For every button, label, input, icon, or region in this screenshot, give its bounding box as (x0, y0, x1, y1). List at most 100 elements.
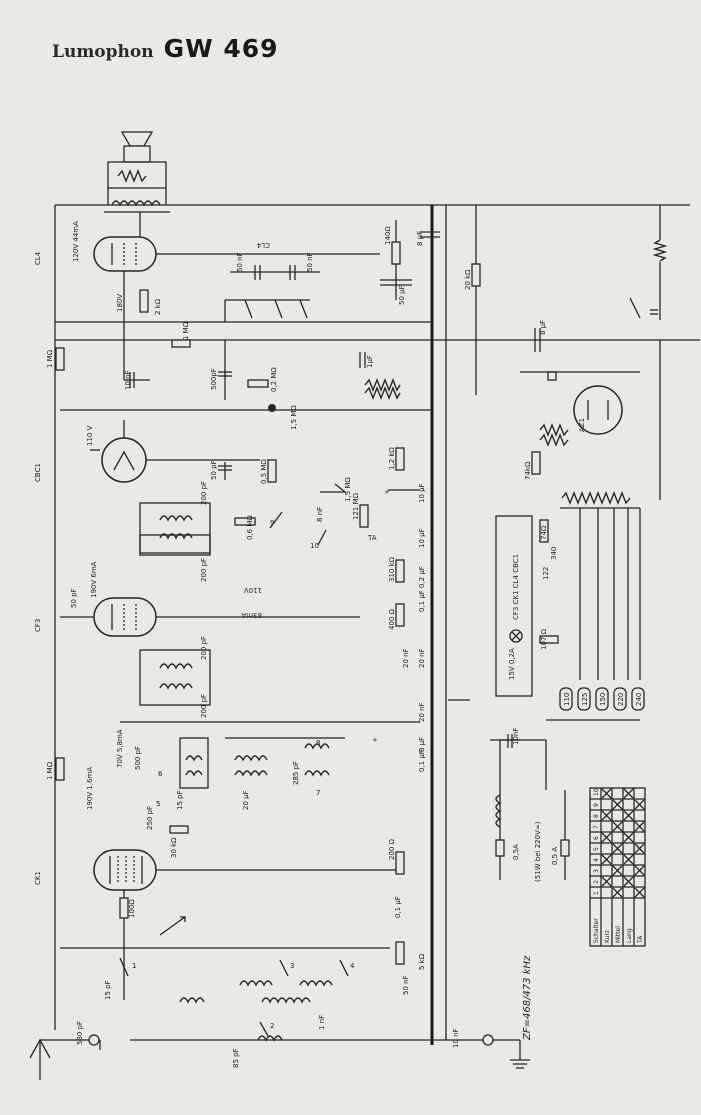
label-c-50nf-c: 50 nF (402, 975, 410, 995)
label-r-0-5m: 0,5 MΩ (260, 459, 268, 484)
label-c-10uf: 10 μF (418, 483, 426, 503)
label-c-85pf: 85 pF (232, 1048, 240, 1068)
resistor-400 (395, 603, 405, 627)
label-c-0-1uf-c: 0,1 μF (394, 896, 402, 918)
resistor-1m-a (171, 339, 191, 348)
label-r-310k: 310 kΩ (388, 556, 396, 582)
voltage-tap-240: 240 (631, 687, 645, 711)
plus-sign-2: + (372, 736, 378, 744)
heater-chain-box (495, 515, 533, 697)
label-r-74: 74Ω (540, 525, 548, 540)
label-ck1-vg: 190V 1,6mA (86, 767, 94, 810)
label-r-100: 100Ω (128, 899, 136, 918)
label-r-140: 140Ω (384, 226, 392, 245)
resistor-1m-osc (55, 757, 65, 781)
tube-label-cf3: CF3 (34, 619, 42, 632)
voltage-tap-125: 125 (577, 687, 591, 711)
resistor-107 (539, 635, 559, 644)
potentiometer-knob (268, 404, 276, 412)
label-c-15pf: 15 pF (176, 790, 184, 810)
label-ta: TA (367, 534, 377, 542)
label-c-8uf-b: 8 μF (418, 737, 426, 752)
mains-taps (560, 491, 641, 680)
switch-num-1: 1 (132, 962, 136, 970)
voltage-tap-220: 220 (613, 687, 627, 711)
svg-text:240: 240 (635, 693, 643, 706)
resistor-0-6m (234, 517, 256, 526)
tube-label-cbc1: CBC1 (34, 463, 42, 482)
ground-terminal (482, 1034, 494, 1046)
resistor-20k (471, 263, 481, 287)
label-sw-8nf: 8 nF (316, 507, 324, 522)
label-c-10nf-c: 10 nF (452, 1028, 460, 1048)
label-c-0-1uf-b: 0,1 μF (418, 750, 426, 772)
switch-table-column: 4 (593, 858, 600, 862)
switch-table-row-label: Lang (626, 928, 633, 943)
label-c-15pf-b: 15 pF (104, 980, 112, 1000)
label-r-2k: 2 kΩ (154, 298, 162, 315)
label-c-0-1uf: 0,1 μF (418, 590, 426, 612)
label-r-1m-osc: 1 MΩ (46, 761, 54, 780)
resistor-1-2k (395, 447, 405, 471)
ground-icon (510, 1040, 530, 1069)
label-fuse-note: (51W bei 220V≈) (534, 821, 542, 882)
switch-table-row-label: Kurz (604, 930, 611, 943)
switch-num-2: 2 (270, 1022, 274, 1030)
label-r-1m-g: 1 MΩ (46, 349, 54, 368)
label-r-121m: 121 MΩ (352, 492, 360, 520)
label-c-530: 530 pF (76, 1021, 84, 1045)
switch-table-column: 8 (593, 814, 600, 818)
switch-table-column: 7 (593, 825, 600, 829)
switch-table-column: 10 (593, 788, 600, 796)
label-c-1uf: 1μF (366, 355, 374, 368)
label-r-1-2k: 1,2 kΩ (388, 447, 396, 470)
label-ck1-va: 70V 5,8mA (116, 729, 124, 768)
label-c-285pf: 285 pF (292, 761, 300, 785)
label-cf3-ma: 83mA (241, 611, 262, 619)
switch-num-4: 4 (350, 962, 355, 970)
resistor-0-2m (247, 379, 269, 388)
label-c-50nf-a: 50 nF (236, 252, 244, 272)
label-c-8uf-mid: 8 μF (539, 320, 547, 335)
switch-table-column: 2 (593, 880, 600, 884)
if-transformer-2 (139, 502, 211, 554)
antenna-terminal (88, 1034, 100, 1046)
label-c-250pf: 250 pF (146, 806, 154, 830)
label-c-200pf-a: 200 pF (200, 558, 208, 582)
switch-label-9: 9 (270, 519, 274, 527)
label-r-340: 340 (550, 547, 558, 560)
tube-label-ck1: CK1 (34, 871, 42, 885)
plus-sign: + (384, 488, 390, 496)
label-r-122: 122 (542, 567, 550, 580)
label-c-50nf-b: 50 nF (306, 252, 314, 272)
resistor-2k (139, 289, 149, 313)
label-c-0-2uf: 0,2 μF (418, 566, 426, 588)
switch-num-8: 8 (316, 739, 320, 747)
label-r-5k: 5 kΩ (418, 953, 426, 970)
label-c-1nf: 1 nF (318, 1015, 326, 1030)
switch-label-10: 10 (310, 542, 319, 550)
label-c-8uf-top: 8 μF (416, 231, 424, 246)
label-r-0-2m: 0,2 MΩ (270, 367, 278, 392)
switch-table-column: 5 (593, 847, 600, 851)
label-r-1-5m-b: 1,5 MΩ (344, 477, 352, 502)
resistor-100 (119, 897, 129, 919)
label-c-200pf-c: 200 pF (200, 694, 208, 718)
tube-cf3 (60, 597, 360, 637)
voltage-tap-110: 110 (559, 687, 573, 711)
label-c-20uf: 20 μF (242, 790, 250, 810)
switch-table-column: 3 (593, 869, 600, 873)
label-r-400: 400 Ω (388, 608, 396, 630)
label-c-10uf-b: 10 μF (418, 528, 426, 548)
resistor-1m-g (55, 347, 65, 371)
label-c-20nf-c: 20 nF (402, 648, 410, 668)
svg-text:125: 125 (581, 693, 589, 706)
label-c-10nf: 10 nF (124, 370, 132, 390)
switch-table-row-label: Mittel (615, 926, 622, 943)
label-c-200pf: 200 pF (200, 481, 208, 505)
fuse-b (560, 839, 570, 857)
label-if-frequency: ZF=468/473 kHz (522, 955, 533, 1041)
switch-table-column: 1 (593, 891, 600, 895)
label-c-20nf-a: 20 nF (418, 648, 426, 668)
